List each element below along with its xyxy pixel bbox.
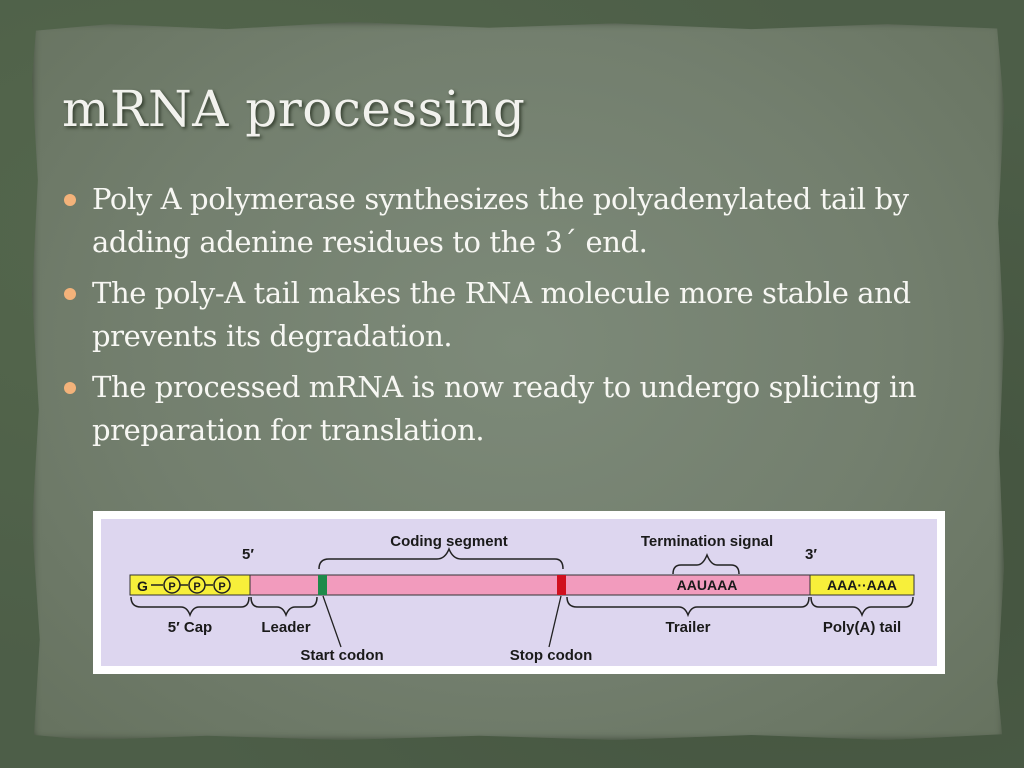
poly-a-region <box>809 574 915 596</box>
start-codon-marker <box>318 575 327 595</box>
bullet-dot-icon <box>64 382 76 394</box>
poly-a-label: Poly(A) tail <box>823 619 901 636</box>
mrna-diagram-svg: 5′ 3′ Coding segment Termination signal … <box>129 533 915 664</box>
bullet-text: The poly-A tail makes the RNA molecule m… <box>92 276 911 353</box>
trailer-label: Trailer <box>665 619 710 636</box>
trailer-brace <box>566 596 810 618</box>
stop-codon-marker <box>557 575 566 595</box>
phosphate-label: P <box>193 581 200 593</box>
poly-a-sequence: AAA··AAA <box>827 577 897 593</box>
bullet-dot-icon <box>64 288 76 300</box>
bullet-list: Poly A polymerase synthesizes the polyad… <box>62 178 962 460</box>
start-codon-label: Start codon <box>300 647 383 664</box>
phosphate-circle <box>213 576 231 594</box>
coding-segment-brace <box>318 546 564 570</box>
slide-title: mRNA processing <box>62 80 526 138</box>
termination-signal-sequence: AAUAAA <box>677 577 738 593</box>
bullet-item: Poly A polymerase synthesizes the polyad… <box>62 178 962 264</box>
coding-segment-label: Coding segment <box>390 533 508 550</box>
bullet-item: The poly-A tail makes the RNA molecule m… <box>62 272 962 358</box>
cap-g-label: G <box>137 578 148 594</box>
leader-label: Leader <box>261 619 310 636</box>
mrna-diagram: 5′ 3′ Coding segment Termination signal … <box>101 519 937 666</box>
leader-brace <box>250 596 318 618</box>
cap-label: 5′ Cap <box>168 619 212 636</box>
stop-codon-label: Stop codon <box>510 647 593 664</box>
bullet-text: The processed mRNA is now ready to under… <box>92 370 917 447</box>
cap-brace <box>130 596 250 618</box>
termination-signal-label: Termination signal <box>641 533 773 550</box>
bullet-dot-icon <box>64 194 76 206</box>
phosphate-label: P <box>218 581 225 593</box>
bullet-text: Poly A polymerase synthesizes the polyad… <box>92 182 909 259</box>
stop-codon-pointer <box>548 595 562 648</box>
bullet-item: The processed mRNA is now ready to under… <box>62 366 962 452</box>
poly-a-brace <box>810 596 914 618</box>
five-prime-label: 5′ <box>242 546 254 563</box>
termination-signal-brace <box>672 552 740 575</box>
cap-region <box>129 574 251 596</box>
three-prime-label: 3′ <box>805 546 817 563</box>
phosphate-label: P <box>168 581 175 593</box>
mrna-diagram-frame: 5′ 3′ Coding segment Termination signal … <box>93 511 945 674</box>
start-codon-pointer <box>322 595 342 648</box>
